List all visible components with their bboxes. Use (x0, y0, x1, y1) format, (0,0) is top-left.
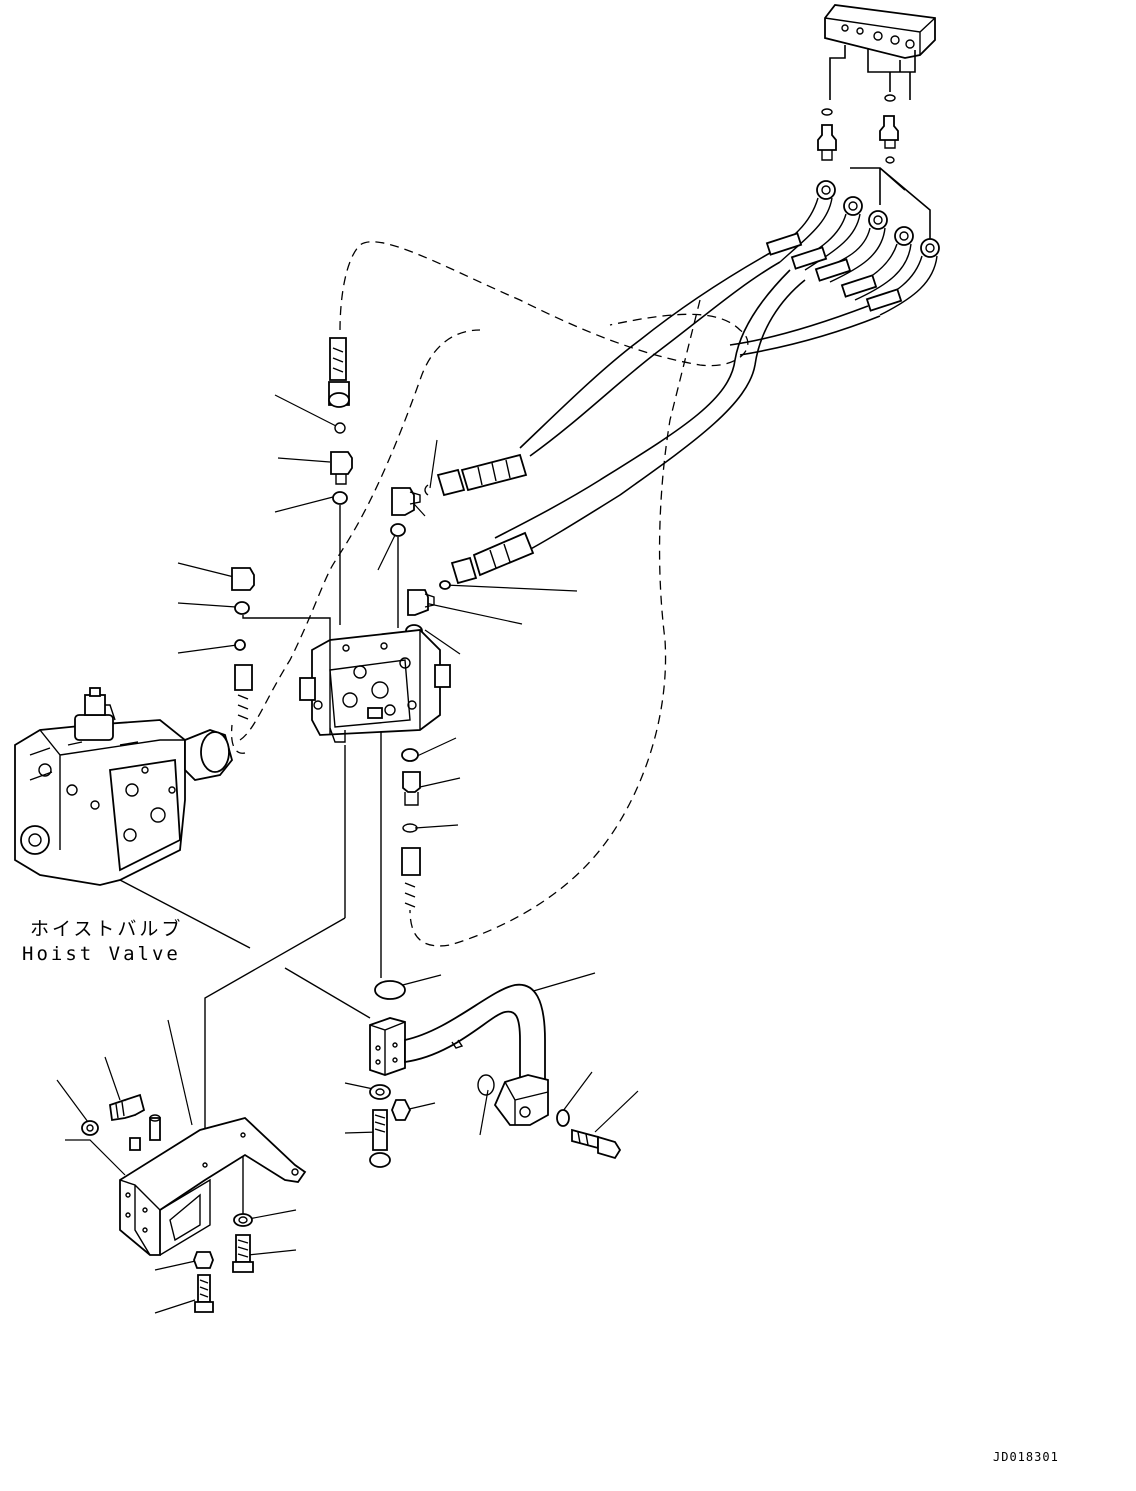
valve-body (299, 629, 451, 978)
drawing-code: JD018301 (993, 1450, 1059, 1464)
mounting-bracket (119, 1117, 307, 1256)
fittings-right (390, 484, 451, 661)
fittings-left (231, 422, 353, 720)
fittings-lower (401, 748, 421, 908)
hose-routing (494, 252, 881, 561)
hoist-valve-assembly: ホイストバルブ Hoist Valve (14, 687, 371, 1019)
bracket-fasteners (81, 1093, 254, 1313)
hose-fittings-upper (436, 453, 535, 585)
left-hose-upper (328, 337, 350, 408)
leader-lines (56, 394, 639, 1314)
manifold-block (824, 4, 936, 100)
hose-branch-lines (850, 167, 931, 240)
dashed-hose-paths (230, 241, 749, 947)
hoist-valve-label-en: Hoist Valve (22, 943, 181, 965)
pipe-fasteners (369, 1084, 622, 1168)
hose-group-upper (765, 180, 940, 316)
hoist-valve-label-jp: ホイストバルブ (30, 917, 183, 940)
pipe-assembly (369, 980, 549, 1126)
upper-fittings (817, 94, 899, 164)
